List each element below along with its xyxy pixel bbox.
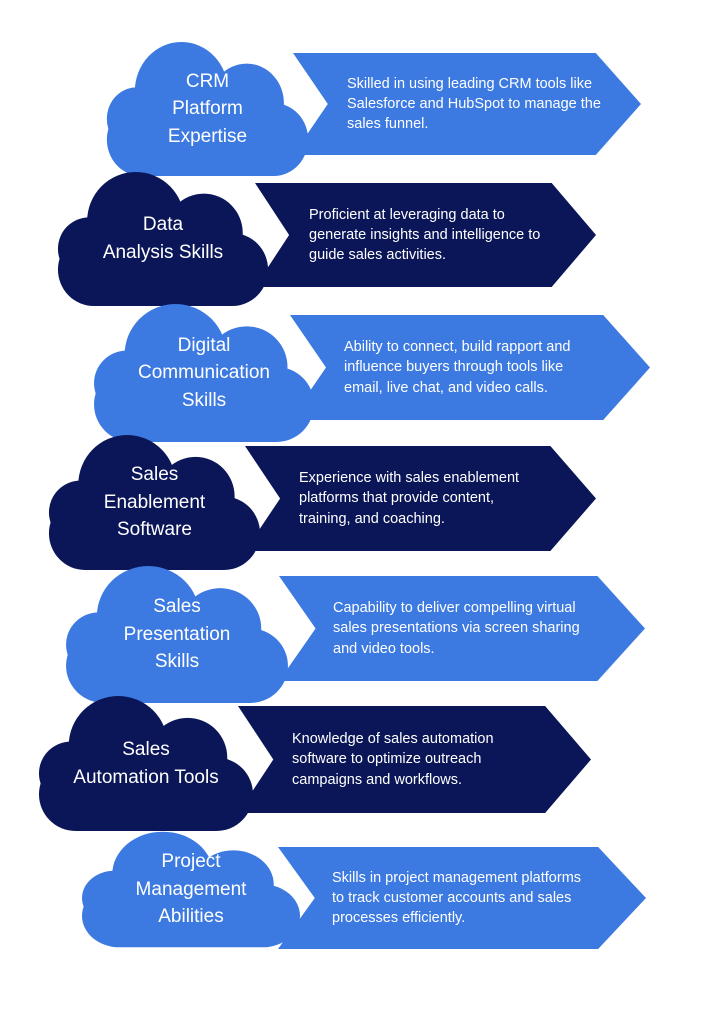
arrow-description: Capability to deliver compelling virtual… bbox=[333, 600, 580, 657]
cloud-shape: Project Management Abilities bbox=[80, 830, 302, 949]
cloud-shape: Sales Presentation Skills bbox=[64, 564, 290, 705]
cloud-title: CRM Platform Expertise bbox=[167, 70, 248, 147]
cloud-shape: Digital Communication Skills bbox=[92, 302, 316, 444]
arrow-banner: Experience with sales enablement platfor… bbox=[245, 446, 596, 551]
cloud-shape: Sales Automation Tools bbox=[37, 694, 255, 833]
cloud-shape: Sales Enablement Software bbox=[47, 433, 262, 572]
cloud-icon bbox=[82, 831, 300, 948]
arrow-description: Ability to connect, build rapport and in… bbox=[344, 339, 571, 396]
cloud-title: Sales Presentation Skills bbox=[123, 596, 231, 673]
cloud-shape: CRM Platform Expertise bbox=[105, 40, 310, 178]
arrow-banner: Knowledge of sales automation software t… bbox=[238, 706, 591, 813]
cloud-icon bbox=[48, 434, 261, 571]
cloud-icon bbox=[106, 41, 309, 177]
arrow-description: Proficient at leveraging data to generat… bbox=[309, 206, 541, 264]
cloud-icon bbox=[38, 695, 254, 832]
cloud-title: Data Analysis Skills bbox=[102, 214, 224, 263]
cloud-title: Digital Communication Skills bbox=[138, 334, 270, 411]
cloud-shape: Data Analysis Skills bbox=[56, 170, 270, 308]
arrow-banner: Skilled in using leading CRM tools like … bbox=[293, 53, 641, 155]
cloud-icon bbox=[57, 171, 269, 307]
cloud-title: Sales Enablement Software bbox=[103, 464, 206, 541]
arrow-banner: Ability to connect, build rapport and in… bbox=[290, 315, 650, 420]
arrow-description: Experience with sales enablement platfor… bbox=[299, 470, 520, 527]
arrow-description: Knowledge of sales automation software t… bbox=[292, 731, 494, 788]
cloud-icon bbox=[94, 304, 314, 442]
arrow-banner: Proficient at leveraging data to generat… bbox=[255, 183, 596, 287]
cloud-icon bbox=[66, 566, 288, 703]
arrow-description: Skills in project management platforms t… bbox=[332, 869, 582, 927]
arrow-banner: Capability to deliver compelling virtual… bbox=[279, 576, 645, 681]
arrow-banner: Skills in project management platforms t… bbox=[278, 847, 646, 949]
cloud-title: Sales Automation Tools bbox=[73, 738, 219, 788]
cloud-title: Project Management Abilities bbox=[135, 851, 247, 928]
arrow-description: Skilled in using leading CRM tools like … bbox=[347, 75, 601, 133]
